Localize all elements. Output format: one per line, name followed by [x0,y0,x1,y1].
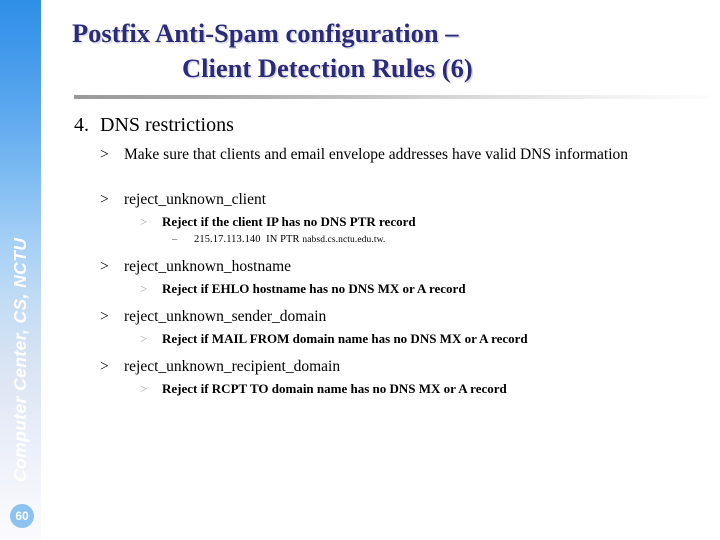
spacer [74,299,714,306]
bullet-marker-icon: > [100,146,109,163]
bullet-marker-icon: > [100,258,109,275]
rule-detail: > Reject if the client IP has no DNS PTR… [74,212,714,231]
intro-bullet: > Make sure that clients and email envel… [74,144,714,165]
slide-title: Postfix Anti-Spam configuration – Client… [72,16,692,86]
slide-title-line-2: Client Detection Rules (6) [182,53,473,83]
rule-item: > reject_unknown_recipient_domain [74,356,714,377]
content-heading-text: DNS restrictions [100,114,234,136]
rule-example-text: 215.17.113.140 IN PTR nabsd.cs.nctu.edu.… [194,232,714,248]
title-divider [74,95,710,99]
rule-name: reject_unknown_hostname [124,258,292,275]
example-ip-address: 215.17.113.140 [194,234,261,245]
brand-sidebar: Computer Center, CS, NCTU [0,0,41,540]
sub-bullet-marker-icon: > [140,214,148,229]
rule-example: – 215.17.113.140 IN PTR nabsd.cs.nctu.ed… [74,232,714,248]
example-record-type: IN PTR [266,234,300,245]
rule-detail-text: Reject if EHLO hostname has no DNS MX or… [162,281,466,296]
brand-sidebar-label: Computer Center, CS, NCTU [10,237,30,482]
content-heading: 4. DNS restrictions [74,112,714,138]
bullet-marker-icon: > [100,358,109,375]
rule-detail-text: Reject if RCPT TO domain name has no DNS… [162,381,507,396]
spacer [74,349,714,356]
rule-item: > reject_unknown_client [74,189,714,210]
rule-detail: > Reject if MAIL FROM domain name has no… [74,329,714,348]
intro-bullet-text: Make sure that clients and email envelop… [124,146,629,163]
content-heading-number: 4. [74,114,89,136]
rule-detail: > Reject if EHLO hostname has no DNS MX … [74,279,714,298]
page-number-badge: 60 [10,504,34,528]
sub-bullet-marker-icon: > [140,331,148,346]
spacer [74,249,714,256]
sub-bullet-marker-icon: > [140,281,148,296]
rule-name: reject_unknown_sender_domain [124,308,327,325]
rule-name: reject_unknown_client [124,191,267,208]
slide-content: 4. DNS restrictions > Make sure that cli… [74,112,714,399]
sub-bullet-marker-icon: > [140,381,148,396]
rule-item: > reject_unknown_hostname [74,256,714,277]
rule-detail-text: Reject if MAIL FROM domain name has no D… [162,331,528,346]
rule-detail: > Reject if RCPT TO domain name has no D… [74,379,714,398]
spacer [74,167,714,189]
rule-name: reject_unknown_recipient_domain [124,358,341,375]
bullet-marker-icon: > [100,191,109,208]
example-hostname: nabsd.cs.nctu.edu.tw. [302,235,386,245]
dash-marker-icon: – [172,234,178,245]
bullet-marker-icon: > [100,308,109,325]
rule-item: > reject_unknown_sender_domain [74,306,714,327]
slide-title-line-1: Postfix Anti-Spam configuration – [72,18,459,48]
rule-detail-text: Reject if the client IP has no DNS PTR r… [162,214,416,229]
